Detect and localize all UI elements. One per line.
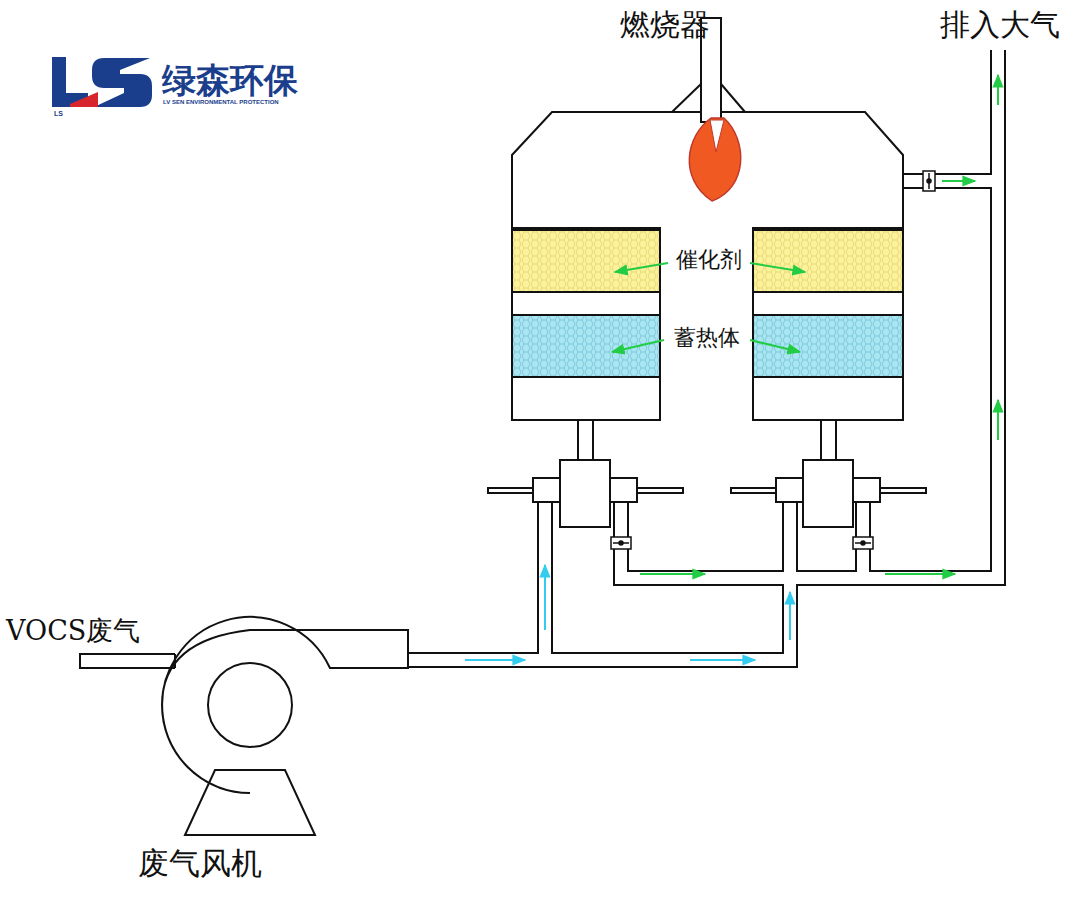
part-label: 排入大气 <box>940 8 1060 41</box>
logo-mark <box>52 57 152 107</box>
dampers <box>611 171 935 549</box>
leader-arrows <box>612 263 805 352</box>
switching-valves <box>488 420 926 527</box>
logo-letters: LS <box>54 110 63 118</box>
waste-gas-fan <box>162 617 408 835</box>
flow-arrows <box>465 75 998 660</box>
part-label: 蓄热体 <box>672 326 742 350</box>
inlet-label: VOCS废气 <box>6 616 140 646</box>
burner <box>672 18 745 201</box>
catalyst-bed <box>512 230 660 292</box>
part-label: 燃烧器 <box>620 8 710 41</box>
part-label: 废气风机 <box>138 846 262 880</box>
rco-reactor <box>512 112 903 420</box>
part-label: 催化剂 <box>674 248 744 272</box>
catalyst-bed <box>753 230 903 292</box>
pipes <box>78 48 998 669</box>
company-name: 绿森环保 <box>162 62 298 99</box>
company-subtitle: LV SEN ENVIRONMENTAL PROTECTION <box>163 99 279 106</box>
